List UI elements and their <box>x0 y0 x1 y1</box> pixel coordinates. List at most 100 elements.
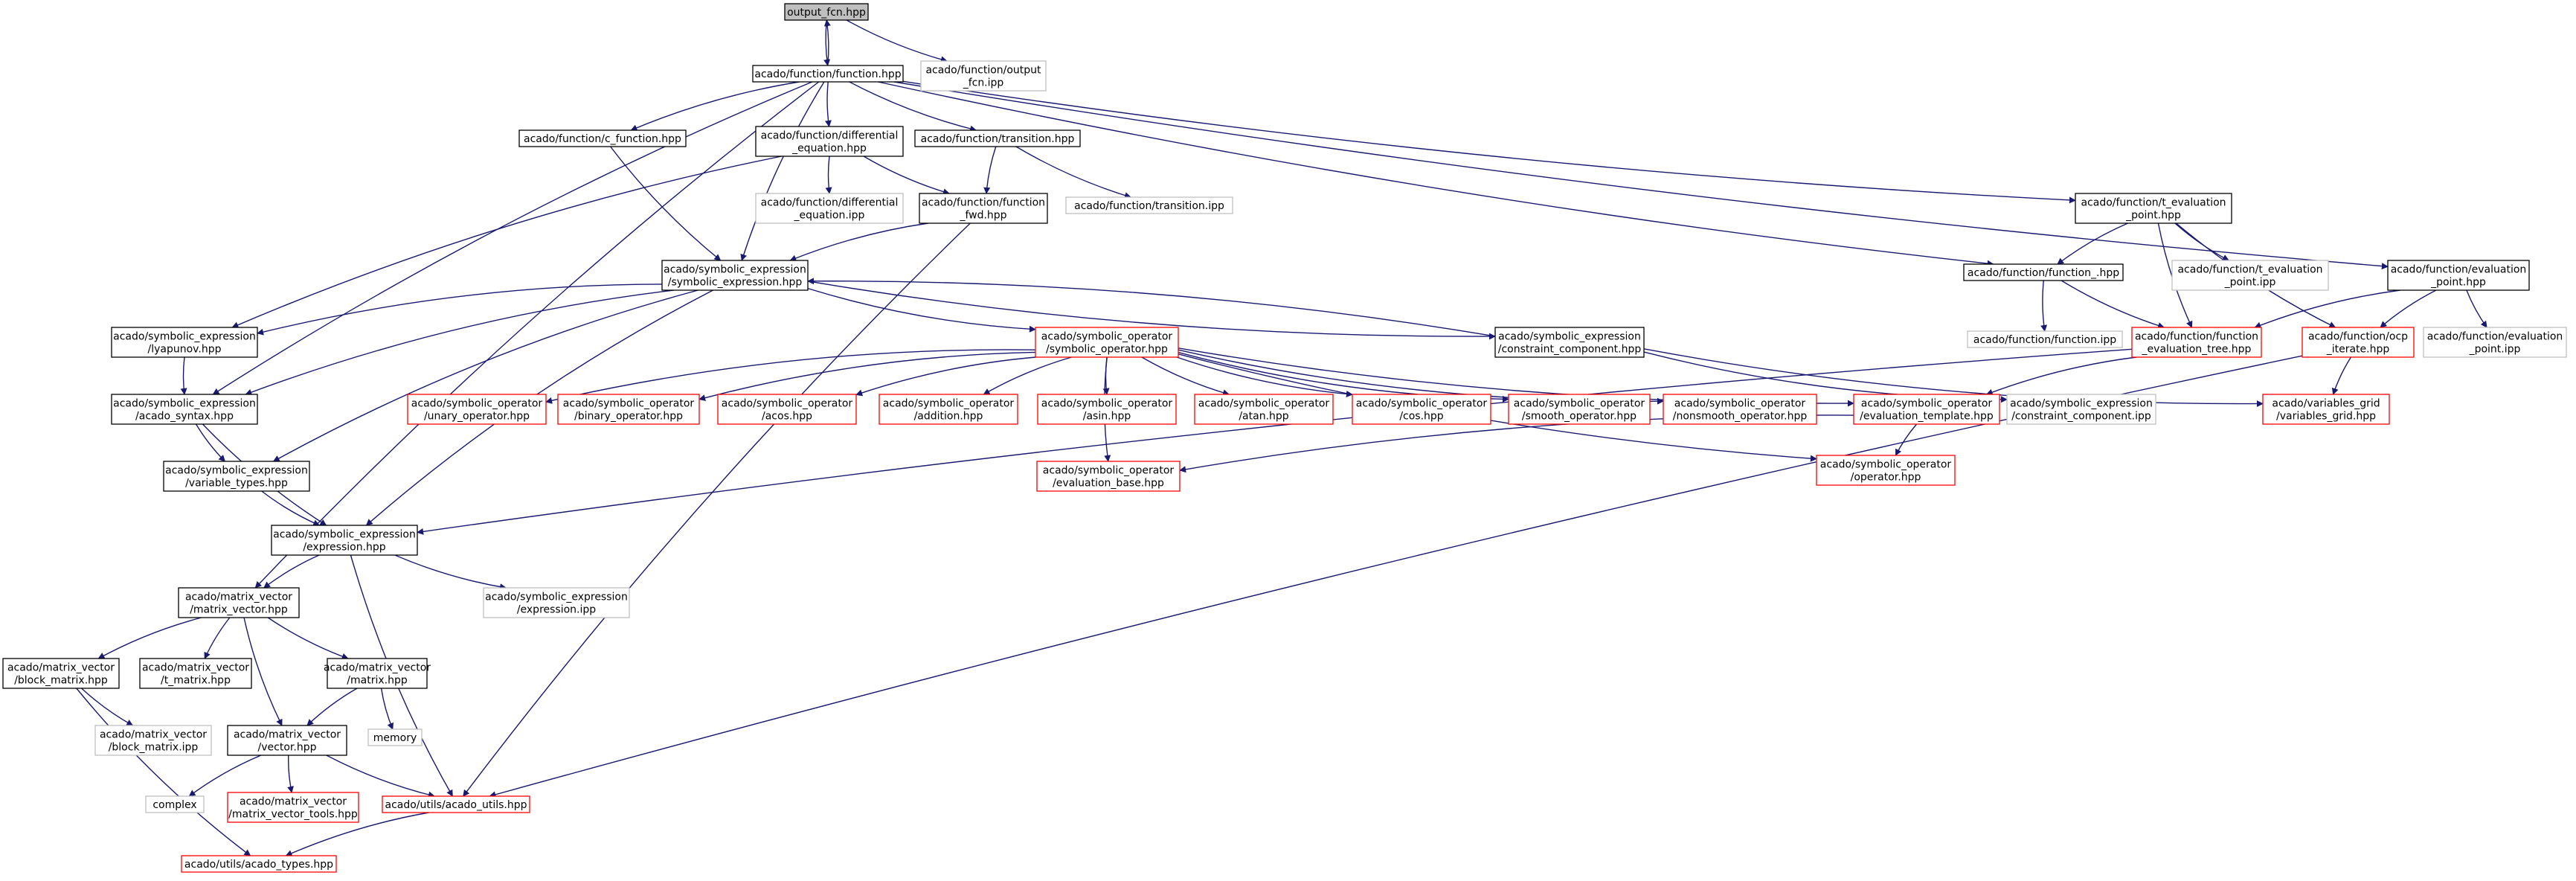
node-function_fwd_hpp[interactable]: acado/function/function_fwd.hpp <box>919 193 1048 224</box>
edge-t_evaluation_point_hpp-to-function__hpp <box>2057 222 2128 265</box>
edge-acado_syntax_hpp-to-variable_types_hpp <box>195 423 226 462</box>
node-addition_hpp[interactable]: acado/symbolic_operator/addition.hpp <box>879 394 1018 425</box>
node-box <box>271 525 418 556</box>
node-acos_hpp[interactable]: acado/symbolic_operator/acos.hpp <box>717 394 857 425</box>
node-cos_hpp[interactable]: acado/symbolic_operator/cos.hpp <box>1352 394 1491 425</box>
node-function_hpp[interactable]: acado/function/function.hpp <box>752 65 904 83</box>
node-block_matrix_hpp[interactable]: acado/matrix_vector/block_matrix.hpp <box>2 658 120 689</box>
node-label: /evaluation_base.hpp <box>1053 478 1164 490</box>
node-asin_hpp[interactable]: acado/symbolic_operator/asin.hpp <box>1037 394 1177 425</box>
node-box <box>1035 327 1179 358</box>
node-function__hpp[interactable]: acado/function/function_.hpp <box>1963 263 2124 281</box>
node-lyapunov_hpp[interactable]: acado/symbolic_expression/lyapunov.hpp <box>111 327 258 358</box>
node-unary_operator_hpp[interactable]: acado/symbolic_operator/unary_operator.h… <box>407 394 547 425</box>
node-binary_operator_hpp[interactable]: acado/symbolic_operator/binary_operator.… <box>557 394 700 425</box>
node-label: /addition.hpp <box>914 411 983 423</box>
node-box <box>1037 394 1177 425</box>
edge-function_hpp-to-function__hpp <box>878 81 1994 267</box>
node-symbolic_expression_hpp[interactable]: acado/symbolic_expression/symbolic_expre… <box>661 260 809 291</box>
edge-symbolic_operator_hpp-to-operator_hpp <box>1178 353 1817 462</box>
node-evaluation_base_hpp[interactable]: acado/symbolic_operator/evaluation_base.… <box>1036 461 1181 492</box>
node-box <box>2075 193 2232 224</box>
node-label: acado/utils/acado_utils.hpp <box>385 799 527 811</box>
node-output_fcn_hpp[interactable]: output_fcn.hpp <box>784 3 869 21</box>
node-c_function_hpp[interactable]: acado/function/c_function.hpp <box>518 129 687 147</box>
node-evaluation_point_hpp[interactable]: acado/function/evaluation_point.hpp <box>2387 260 2530 291</box>
node-label: /binary_operator.hpp <box>574 411 683 423</box>
node-evaluation_template_hpp[interactable]: acado/symbolic_operator/evaluation_templ… <box>1853 394 2000 425</box>
edge-vector_hpp-to-acado_utils_hpp <box>326 755 435 798</box>
node-matrix_vector_tools_hpp[interactable]: acado/matrix_vector/matrix_vector_tools.… <box>227 792 359 823</box>
node-variables_grid_hpp[interactable]: acado/variables_grid/variables_grid.hpp <box>2262 394 2390 425</box>
node-t_matrix_hpp[interactable]: acado/matrix_vector/t_matrix.hpp <box>139 658 252 689</box>
edge-function_hpp-to-symbolic_expression_hpp <box>740 81 825 261</box>
node-vector_hpp[interactable]: acado/matrix_vector/vector.hpp <box>227 725 347 756</box>
node-smooth_operator_hpp[interactable]: acado/symbolic_operator/smooth_operator.… <box>1508 394 1651 425</box>
edge-symbolic_operator_hpp-to-acos_hpp <box>855 356 1036 397</box>
edge-symbolic_operator_hpp-to-cos_hpp <box>1176 356 1353 397</box>
edge-constraint_component_hpp-to-symbolic_expression_hpp <box>807 278 1496 337</box>
edge-differential_equation_hpp-to-function_fwd_hpp <box>863 156 950 195</box>
node-matrix_hpp[interactable]: acado/matrix_vector/matrix.hpp <box>324 658 431 689</box>
node-box <box>1853 394 2000 425</box>
node-box <box>1065 196 1233 214</box>
node-variable_types_hpp[interactable]: acado/symbolic_expression/variable_types… <box>163 461 310 492</box>
node-transition_hpp[interactable]: acado/function/transition.hpp <box>914 129 1081 147</box>
edge-lyapunov_hpp-to-acado_syntax_hpp <box>180 356 187 395</box>
node-label: /expression.ipp <box>517 604 596 616</box>
node-label: _point.ipp <box>2469 344 2521 356</box>
node-matrix_vector_hpp[interactable]: acado/matrix_vector/matrix_vector.hpp <box>178 587 300 618</box>
edge-function_hpp-to-matrix_vector_hpp <box>254 81 820 589</box>
edge-variable_types_hpp-to-expression_hpp <box>261 490 321 526</box>
node-label: acado/function/function.ipp <box>1973 334 2116 346</box>
node-label: /symbolic_operator.hpp <box>1046 344 1168 356</box>
node-nonsmooth_operator_hpp[interactable]: acado/symbolic_operator/nonsmooth_operat… <box>1663 394 1817 425</box>
node-label: acado/symbolic_operator <box>1041 398 1173 410</box>
node-t_evaluation_point_hpp[interactable]: acado/function/t_evaluation_point.hpp <box>2075 193 2232 224</box>
edge-function__hpp-to-function_ipp <box>2040 280 2048 332</box>
edge-evaluation_point_hpp-to-ocp_iterate_hpp <box>2380 289 2437 328</box>
edge-matrix_vector_hpp-to-block_matrix_hpp <box>97 617 202 659</box>
node-label: /matrix_vector_tools.hpp <box>228 809 358 821</box>
node-box <box>2423 327 2567 358</box>
node-label: acado/symbolic_expression <box>113 398 256 410</box>
edges-layer <box>76 19 2487 856</box>
node-expression_hpp[interactable]: acado/symbolic_expression/expression.hpp <box>271 525 418 556</box>
node-label: acado/function/output <box>925 65 1041 77</box>
node-constraint_component_ipp: acado/symbolic_expression/constraint_com… <box>2006 394 2156 425</box>
node-label: /unary_operator.hpp <box>424 411 530 423</box>
node-operator_hpp[interactable]: acado/symbolic_operator/operator.hpp <box>1816 455 1956 486</box>
node-symbolic_operator_hpp[interactable]: acado/symbolic_operator/symbolic_operato… <box>1035 327 1179 358</box>
node-acado_types_hpp[interactable]: acado/utils/acado_types.hpp <box>181 855 337 873</box>
edge-constraint_component_hpp-to-constraint_component_ipp <box>1643 351 2008 403</box>
node-label: _point.hpp <box>2125 210 2181 222</box>
node-label: _point.ipp <box>2224 277 2276 289</box>
node-label: /variable_types.hpp <box>185 478 288 490</box>
edge-matrix_vector_hpp-to-t_matrix_hpp <box>204 617 231 659</box>
node-ocp_iterate_hpp[interactable]: acado/function/ocp_iterate.hpp <box>2302 327 2415 358</box>
node-memory: memory <box>367 728 423 746</box>
edge-function_hpp-to-differential_equation_hpp <box>824 81 832 127</box>
node-acado_utils_hpp[interactable]: acado/utils/acado_utils.hpp <box>382 795 530 813</box>
node-label: acado/symbolic_operator <box>1041 331 1173 343</box>
node-function_evaluation_tree_hpp[interactable]: acado/function/function_evaluation_tree.… <box>2131 327 2262 358</box>
edge-function_hpp-to-c_function_hpp <box>630 81 800 132</box>
node-label: _evaluation_tree.hpp <box>2142 344 2252 356</box>
edge-symbolic_expression_hpp-to-acado_syntax_hpp <box>245 289 674 396</box>
node-label: memory <box>373 732 417 744</box>
edge-function_hpp-to-t_evaluation_point_hpp <box>902 80 2076 204</box>
node-differential_equation_hpp[interactable]: acado/function/differential_equation.hpp <box>755 126 904 157</box>
node-label: acado/symbolic_operator <box>411 398 543 410</box>
node-label: acado/matrix_vector <box>185 592 292 603</box>
node-box <box>1967 330 2123 348</box>
node-box <box>227 725 347 756</box>
node-constraint_component_hpp[interactable]: acado/symbolic_expression/constraint_com… <box>1494 327 1645 358</box>
edge-symbolic_expression_hpp-to-variable_types_hpp <box>272 289 698 462</box>
node-acado_syntax_hpp[interactable]: acado/symbolic_expression/acado_syntax.h… <box>111 394 258 425</box>
node-label: acado/function/function <box>922 197 1045 209</box>
node-atan_hpp[interactable]: acado/symbolic_operator/atan.hpp <box>1194 394 1334 425</box>
node-box <box>382 795 530 813</box>
node-label: /expression.hpp <box>303 542 385 554</box>
node-box <box>518 129 687 147</box>
node-box <box>879 394 1018 425</box>
